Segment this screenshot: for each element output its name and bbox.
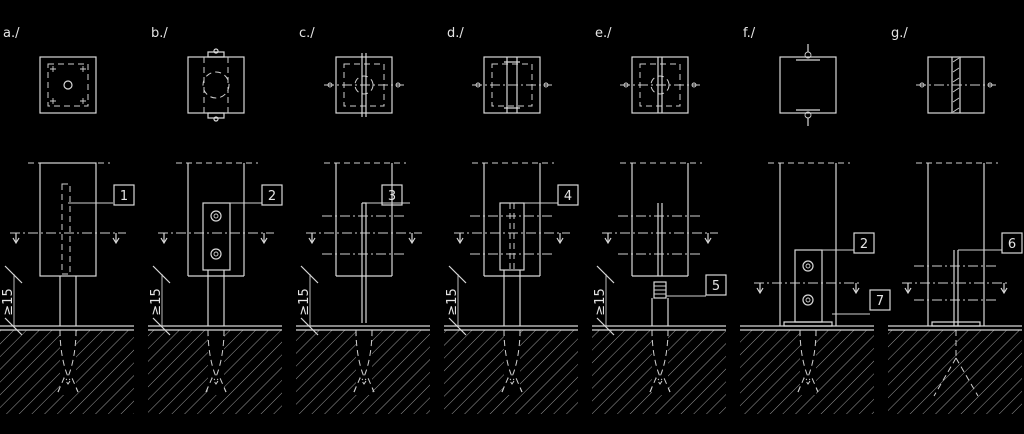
ground-sections: [0, 325, 1022, 414]
callout-number: 2: [860, 237, 868, 252]
panel-label: b./: [151, 26, 168, 41]
plan-view: [324, 53, 404, 117]
plan-view: [472, 56, 552, 114]
panel-label: a./: [3, 26, 20, 41]
callout-box: [705, 274, 727, 296]
min-embedment-dimension: ≥15: [149, 288, 164, 315]
plan-view: [779, 44, 837, 126]
panel-label: d./: [447, 26, 464, 41]
callout-box: [1001, 232, 1023, 254]
panel-label: c./: [299, 26, 315, 41]
panel-d: d./ 4 ≥15: [445, 26, 579, 393]
panel-label: e./: [595, 26, 612, 41]
callout-box: [113, 184, 135, 206]
panel-g: g./ 6: [891, 26, 1023, 397]
callout-box: [557, 184, 579, 206]
plan-view: [916, 56, 996, 114]
callout-number: 1: [120, 189, 128, 204]
panel-label: f./: [743, 26, 756, 41]
plan-view: [39, 56, 97, 114]
callout-box: [261, 184, 283, 206]
min-embedment-dimension: ≥15: [445, 288, 460, 315]
callout-number: 5: [712, 279, 720, 294]
pile-outlines-below-grade: [57, 329, 819, 393]
callout-number: 3: [388, 189, 396, 204]
min-embedment-dimension: ≥15: [297, 288, 312, 315]
section-view: [902, 162, 1010, 397]
callout-number: 4: [564, 189, 572, 204]
panel-a: a./ 1 ≥15: [1, 26, 135, 393]
callout-box-2: [869, 289, 891, 311]
min-embedment-dimension: ≥15: [1, 288, 16, 315]
callout-number-2: 7: [876, 294, 884, 309]
callout-box: [853, 232, 875, 254]
callout-number: 2: [268, 189, 276, 204]
plan-view: [187, 48, 245, 122]
callout-box: [381, 184, 403, 206]
min-embedment-dimension: ≥15: [593, 288, 608, 315]
callout-number: 6: [1008, 237, 1016, 252]
section-view: [448, 162, 570, 393]
plan-view: [620, 56, 700, 114]
panel-label: g./: [891, 26, 908, 41]
